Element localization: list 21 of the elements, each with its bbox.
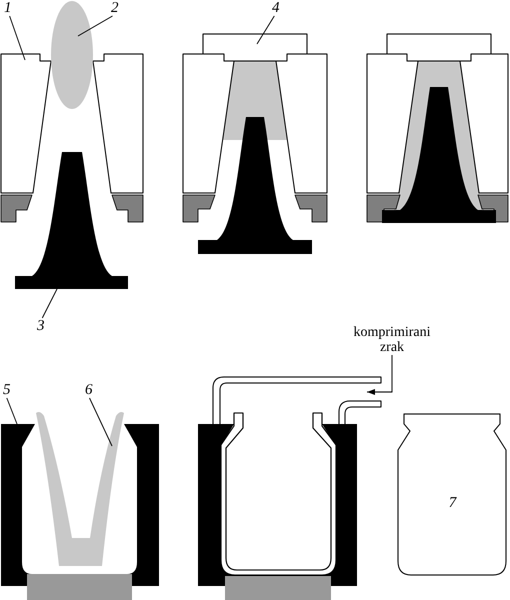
leader-line (78, 16, 113, 36)
jar-outline (397, 413, 508, 576)
leader-line (256, 16, 275, 44)
callout-number: 3 (37, 318, 44, 334)
arrow (366, 354, 392, 395)
leader-line (6, 398, 18, 424)
leader-line (9, 16, 26, 60)
glass-gob (51, 1, 93, 109)
callout-number: 2 (111, 0, 118, 16)
callout-number: 7 (448, 495, 456, 511)
annotation-text: komprimirani zrak (349, 325, 435, 355)
leader-line (89, 398, 112, 446)
plunger (15, 152, 128, 289)
parison (36, 412, 124, 566)
callout-number: 5 (3, 382, 10, 398)
callout-number: 4 (272, 0, 280, 16)
leader-line (42, 288, 58, 318)
callout-number: 1 (4, 0, 12, 16)
parison-mold (0, 54, 144, 194)
baffle-plate (202, 34, 308, 62)
callout-number: 6 (85, 382, 92, 398)
